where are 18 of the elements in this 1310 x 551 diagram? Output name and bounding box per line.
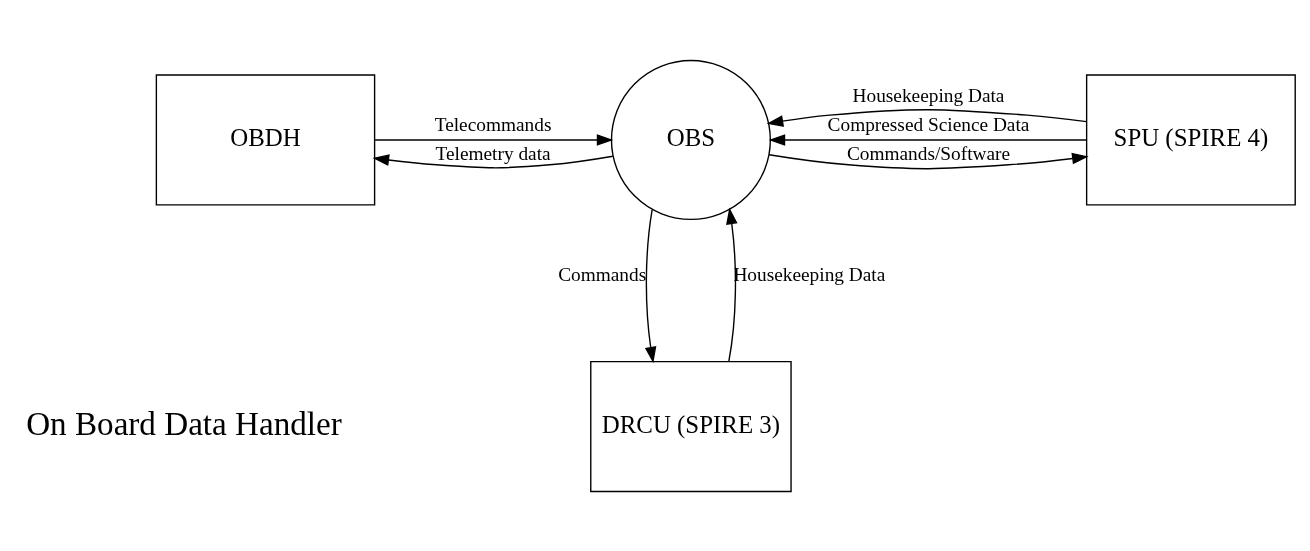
arrow [644,208,657,363]
arrow [768,133,1087,146]
node-box: OBDH [155,73,376,206]
node-circle: OBS [610,59,772,220]
arrow [372,153,614,168]
edge-label: Telemetry data [435,142,551,164]
arrow [374,133,614,146]
arrow [766,108,1088,127]
edge-label: Commands/Software [846,142,1011,164]
arrow [726,207,738,362]
edge-label: Telecommands [434,113,552,135]
edge-label: Housekeeping Data [852,84,1005,106]
label: On Board Data Handler [26,404,342,442]
node-box: SPU (SPIRE 4) [1085,73,1296,206]
edge-label: Compressed Science Data [827,113,1030,135]
node-box: DRCU (SPIRE 3) [590,360,792,492]
arrow [768,152,1089,169]
edge-label: Commands [558,263,647,285]
